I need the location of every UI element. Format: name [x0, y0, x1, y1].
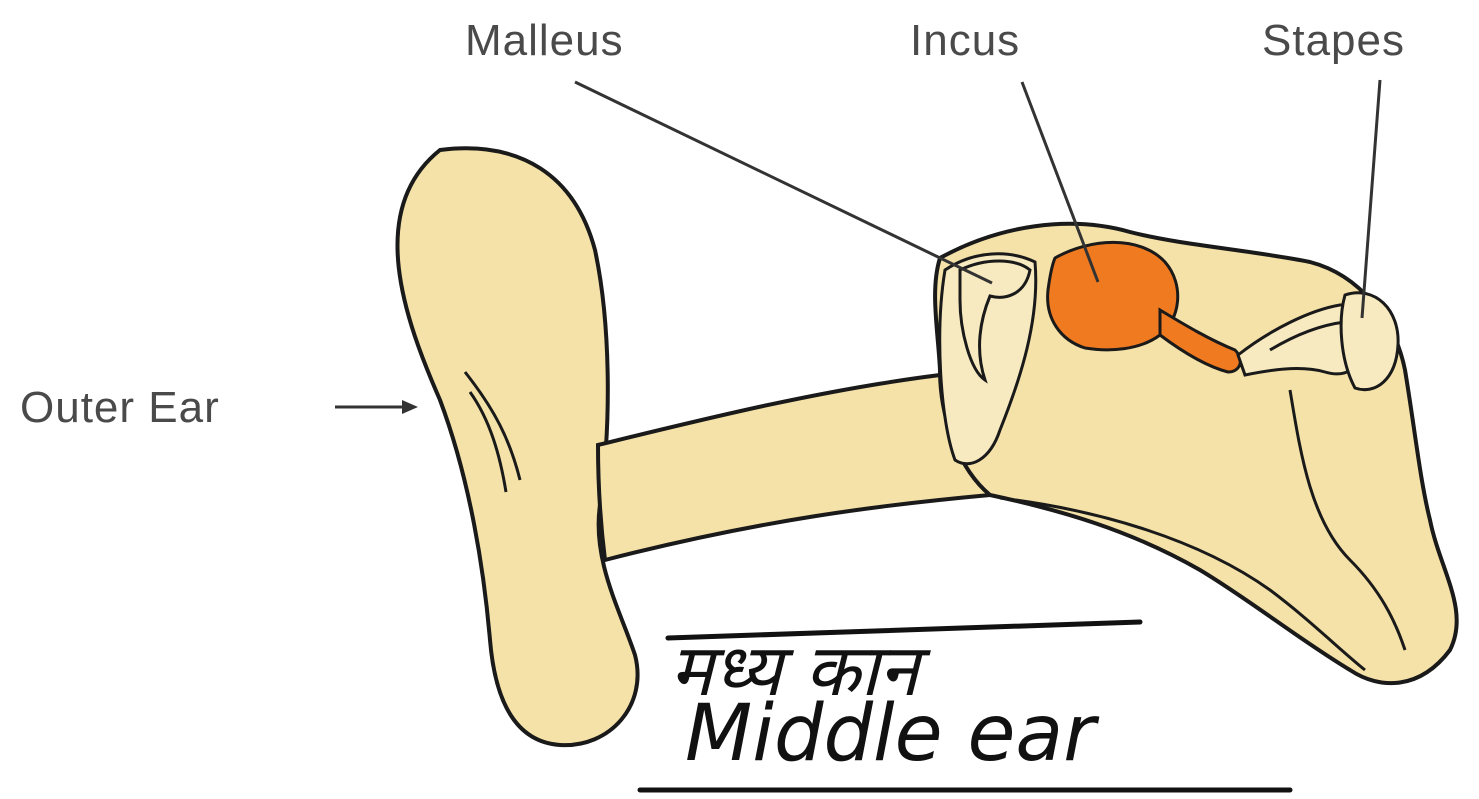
incus-label: Incus [910, 16, 1020, 65]
handwritten-english: Middle ear [685, 689, 1100, 779]
outer-ear-arrow-head [402, 400, 418, 414]
stapes-label: Stapes [1262, 16, 1405, 65]
stapes-leader [1362, 80, 1380, 318]
incus-bone [1048, 242, 1178, 349]
malleus-label: Malleus [465, 16, 624, 65]
ear-canal-shape [598, 375, 998, 560]
outer-ear-label: Outer Ear [20, 383, 220, 432]
oval-window [1341, 293, 1398, 390]
malleus-leader [575, 82, 992, 283]
